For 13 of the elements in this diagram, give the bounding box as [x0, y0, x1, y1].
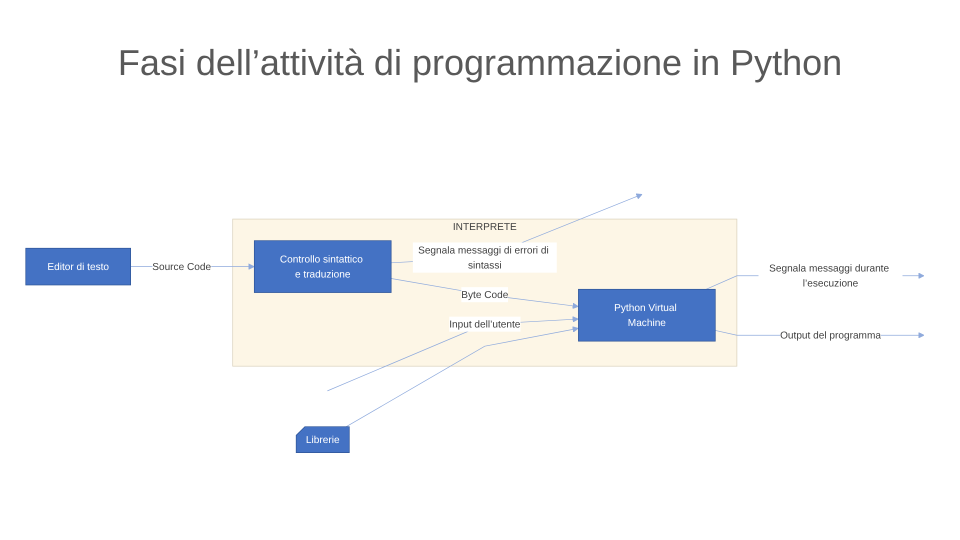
edge-label: Source Code — [152, 260, 212, 272]
edge-label: Segnala messaggi durante l’esecuzione — [769, 262, 890, 289]
arrow — [327, 316, 579, 392]
arrow — [345, 326, 579, 428]
node-box: Controllo sintattico e traduzione — [254, 240, 392, 293]
edge-label: Byte Code — [461, 288, 508, 300]
slide-title: Fasi dell’attività di programmazione in Python — [116, 42, 844, 84]
node-box: Python Virtual Machine — [578, 288, 716, 342]
edge-label: Output del programma — [780, 329, 881, 341]
edge-label: Input dell’utente — [449, 318, 520, 330]
node-box: Editor di testo — [25, 248, 131, 286]
arrow — [390, 278, 579, 309]
edge-label: Segnala messaggi di errori di sintassi — [418, 244, 549, 271]
